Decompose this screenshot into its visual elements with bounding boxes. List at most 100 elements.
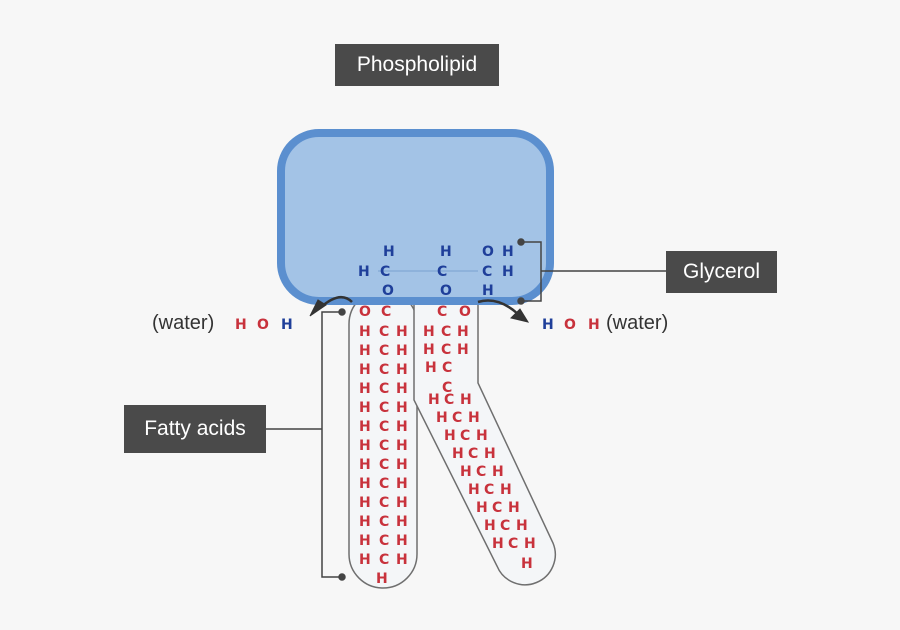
fatty-acid-atom: H bbox=[359, 514, 371, 530]
glycerol-atom: C bbox=[380, 264, 390, 280]
water-molecule-right: H O H bbox=[542, 317, 600, 333]
fatty-acid-atom: C bbox=[379, 419, 389, 435]
fatty-acid-atom: H bbox=[359, 552, 371, 568]
fatty-acid-atom: C bbox=[379, 457, 389, 473]
fatty-acid-atom: H bbox=[359, 476, 371, 492]
fatty-acid-atom: C bbox=[379, 324, 389, 340]
fatty-acid-atom: H bbox=[396, 362, 408, 378]
fatty-acid-tails bbox=[348, 289, 556, 589]
glycerol-atom: C bbox=[482, 264, 492, 280]
water-molecule-left: H O H bbox=[235, 317, 293, 333]
fatty-acid-atom: H bbox=[396, 438, 408, 454]
fatty-acid-atom: H bbox=[396, 476, 408, 492]
fatty-acid-atom: C bbox=[500, 518, 510, 534]
fatty-acid-atom: C bbox=[492, 500, 502, 516]
fatty-acid-atom: C bbox=[476, 464, 486, 480]
glycerol-atom: H bbox=[482, 283, 494, 299]
fatty-acid-atom: H bbox=[396, 400, 408, 416]
fatty-acid-atom: C bbox=[442, 360, 452, 376]
fatty-acid-atom: C bbox=[508, 536, 518, 552]
glycerol-atom: H bbox=[502, 244, 514, 260]
fatty-acid-atom: C bbox=[460, 428, 470, 444]
water-right-label: (water) bbox=[606, 312, 669, 334]
fatty-acid-atom: C bbox=[379, 552, 389, 568]
water-arrows bbox=[309, 295, 530, 323]
fatty-acid-atom: C bbox=[379, 476, 389, 492]
fatty-acid-atom: H bbox=[476, 500, 488, 516]
fatty-acid-atom: C bbox=[444, 392, 454, 408]
fatty-acid-atom: H bbox=[484, 518, 496, 534]
fatty-tail-right bbox=[413, 299, 556, 586]
svg-text:H: H bbox=[281, 317, 293, 333]
fatty-acid-atom: H bbox=[396, 381, 408, 397]
fatty-acid-atom: H bbox=[396, 343, 408, 359]
glycerol-atoms: H H O H H C C C H O O H bbox=[358, 244, 514, 299]
fatty-acid-atom: H bbox=[436, 410, 448, 426]
glycerol-atom: O bbox=[382, 283, 394, 299]
svg-text:H: H bbox=[588, 317, 600, 333]
arrowhead-left-icon bbox=[309, 299, 327, 317]
fatty-acid-atom: C bbox=[441, 324, 451, 340]
fatty-acid-atom: O bbox=[459, 304, 471, 320]
fatty-acid-atom: C bbox=[452, 410, 462, 426]
fatty-acid-atom: H bbox=[359, 438, 371, 454]
fatty-acid-atom: H bbox=[452, 446, 464, 462]
fatty-acid-atom: H bbox=[425, 360, 437, 376]
fatty-acid-atom: H bbox=[524, 536, 536, 552]
fatty-acid-atom: C bbox=[484, 482, 494, 498]
svg-text:O: O bbox=[257, 317, 269, 333]
fatty-acid-atom: H bbox=[484, 446, 496, 462]
fatty-acid-atom: H bbox=[396, 552, 408, 568]
water-left-label: (water) bbox=[152, 312, 215, 334]
fatty-acid-atom: H bbox=[444, 428, 456, 444]
fatty-acid-atom: O bbox=[359, 304, 371, 320]
fatty-acid-atom: H bbox=[359, 400, 371, 416]
fatty-acid-atom: H bbox=[396, 495, 408, 511]
fatty-acid-atom: H bbox=[457, 342, 469, 358]
fatty-acid-atom: H bbox=[396, 457, 408, 473]
fatty-acid-atom: H bbox=[492, 536, 504, 552]
fatty-acid-atom: C bbox=[379, 400, 389, 416]
fatty-acid-atom: C bbox=[379, 514, 389, 530]
glycerol-bracket bbox=[517, 238, 666, 305]
glycerol-atom: H bbox=[502, 264, 514, 280]
arrowhead-right-icon bbox=[510, 308, 530, 323]
fatty-acid-atom: H bbox=[457, 324, 469, 340]
fatty-acid-atom: H bbox=[468, 482, 480, 498]
fatty-acid-atom: C bbox=[379, 495, 389, 511]
fatty-acid-atom: C bbox=[379, 533, 389, 549]
fatty-acid-atom: C bbox=[379, 343, 389, 359]
fatty-acid-atom: H bbox=[359, 324, 371, 340]
fatty-acid-atom: H bbox=[516, 518, 528, 534]
fatty-acids-bracket bbox=[266, 308, 346, 581]
fatty-acid-atom: C bbox=[379, 381, 389, 397]
fatty-acid-atom: H bbox=[359, 457, 371, 473]
title-label: Phospholipid bbox=[335, 44, 499, 86]
fatty-acid-atom: H bbox=[396, 324, 408, 340]
fatty-acid-atom: H bbox=[468, 410, 480, 426]
fatty-acid-atom: H bbox=[359, 343, 371, 359]
svg-text:H: H bbox=[542, 317, 554, 333]
fatty-acid-atom: H bbox=[508, 500, 520, 516]
fatty-acid-atom: H bbox=[460, 392, 472, 408]
fatty-acid-atom: H bbox=[359, 362, 371, 378]
fatty-acid-atom: H bbox=[428, 392, 440, 408]
fatty-acid-atom: H bbox=[359, 419, 371, 435]
fatty-acid-atom: C bbox=[441, 342, 451, 358]
arrow-right bbox=[477, 299, 519, 315]
fatty-acid-atom: H bbox=[521, 556, 533, 572]
fatty-acid-atom: H bbox=[492, 464, 504, 480]
fatty-acid-atom: H bbox=[359, 381, 371, 397]
fatty-acid-atom: C bbox=[381, 304, 391, 320]
fatty-acid-atom: H bbox=[359, 495, 371, 511]
glycerol-label: Glycerol bbox=[666, 251, 777, 293]
glycerol-atom: O bbox=[440, 283, 452, 299]
fatty-acid-atom: C bbox=[442, 380, 452, 396]
fatty-acid-atom: H bbox=[423, 342, 435, 358]
fatty-acid-atom: H bbox=[423, 324, 435, 340]
fatty-acid-atom: C bbox=[437, 304, 447, 320]
fatty-acid-atom: H bbox=[476, 428, 488, 444]
